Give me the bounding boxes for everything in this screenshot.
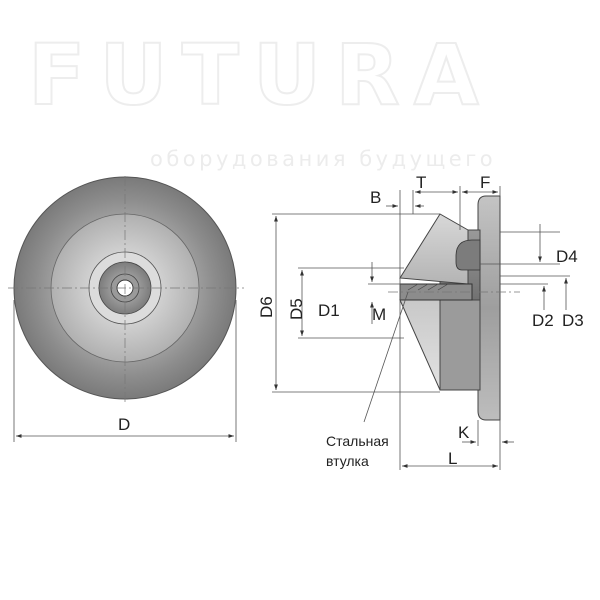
label-t: T (416, 173, 426, 192)
label-k: K (458, 423, 470, 442)
label-m: M (372, 305, 386, 324)
callout-text-line1: Стальная (326, 433, 389, 449)
label-d4: D4 (556, 247, 578, 266)
callout-text-line2: втулка (326, 453, 369, 469)
label-d: D (118, 415, 130, 434)
label-d5: D5 (287, 298, 306, 320)
flange (477, 195, 501, 421)
label-d2: D2 (532, 311, 554, 330)
label-b: B (370, 188, 381, 207)
front-view: D (8, 176, 244, 442)
label-d3: D3 (562, 311, 584, 330)
body-lower (439, 299, 481, 391)
watermark-tagline: оборудования будущего (150, 147, 496, 171)
thread-hatch (407, 283, 449, 291)
bushing-recess (455, 239, 481, 271)
side-view: B T F D4 D6 D5 D1 M D2 D3 K L Стальная в… (257, 173, 584, 470)
label-l: L (448, 449, 457, 468)
label-d6: D6 (257, 296, 276, 318)
watermark: FUTURA оборудования будущего (27, 25, 496, 171)
label-d1: D1 (318, 301, 340, 320)
watermark-brand: FUTURA (28, 26, 493, 124)
callout-leader (363, 291, 409, 423)
cone-upper (399, 213, 469, 285)
label-f: F (480, 173, 490, 192)
